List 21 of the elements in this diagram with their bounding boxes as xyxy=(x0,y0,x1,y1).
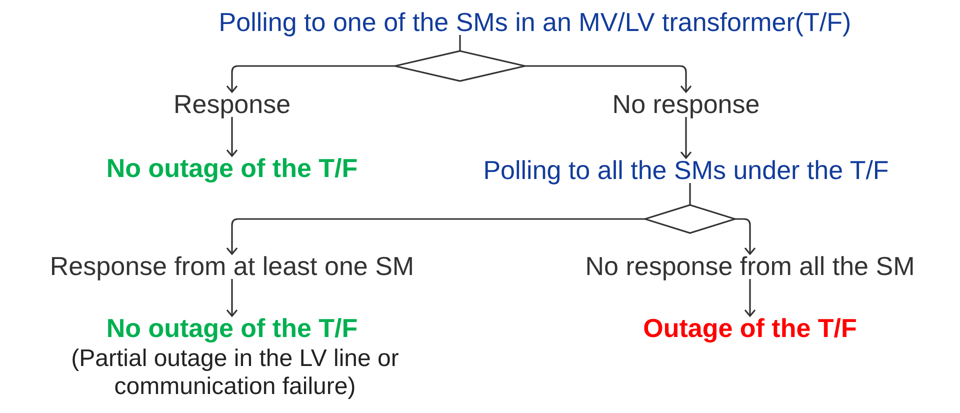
decision-diamond xyxy=(394,50,526,82)
connector-line xyxy=(689,183,691,205)
arrow xyxy=(744,279,756,317)
note-text: (Partial outage in the LV line or communication failure) xyxy=(70,345,400,401)
result-text: No outage of the T/F xyxy=(106,313,358,343)
outcome-text: Response xyxy=(173,89,291,119)
arrow xyxy=(226,65,395,93)
decision-diamond xyxy=(644,204,736,234)
connector-line xyxy=(459,35,461,51)
outcome-text: No response xyxy=(612,89,760,119)
result-text: Outage of the T/F xyxy=(643,313,857,343)
outcome-text: No response from all the SM xyxy=(585,251,915,281)
result-text: No outage of the T/F xyxy=(106,153,358,183)
outcome-text: Response from at least one SM xyxy=(50,251,414,281)
arrow xyxy=(226,218,645,255)
arrow xyxy=(226,279,238,317)
query-text: Polling to all the SMs under the T/F xyxy=(483,155,889,185)
arrow xyxy=(680,117,692,159)
query-text: Polling to one of the SMs in an MV/LV transformer(T/F) xyxy=(218,7,852,37)
arrow xyxy=(525,65,692,93)
arrow xyxy=(226,117,238,157)
